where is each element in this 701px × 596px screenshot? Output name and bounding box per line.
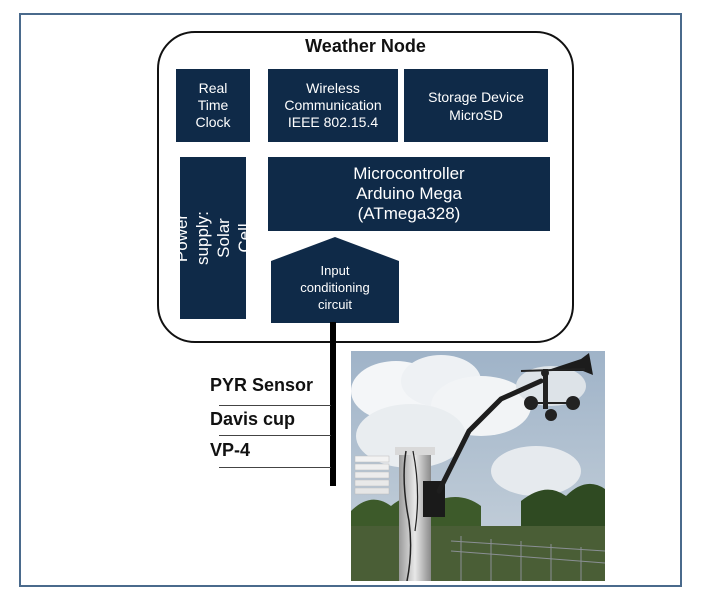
sensor-divider: [219, 467, 331, 468]
outer-frame: [19, 13, 682, 587]
davis-cup-label: Davis cup: [210, 409, 296, 429]
storage-device-label: Storage Device MicroSD: [428, 88, 524, 123]
storage-device-block: Storage Device MicroSD: [404, 69, 548, 142]
sensor-divider: [219, 435, 331, 436]
real-time-clock-label: Real Time Clock: [195, 80, 231, 130]
input-conditioning-block: [271, 237, 399, 323]
vp4-label: VP-4: [210, 440, 251, 460]
real-time-clock-block: Real Time Clock: [176, 69, 250, 142]
power-supply-block: Power supply: Solar Cell: [172, 157, 254, 319]
sensor-cable: [330, 322, 336, 486]
pyr-sensor-label: PYR Sensor: [210, 375, 314, 395]
wireless-communication-block: Wireless Communication IEEE 802.15.4: [268, 69, 398, 142]
microcontroller-block: Microcontroller Arduino Mega (ATmega328): [268, 157, 550, 231]
weather-node-title: Weather Node: [305, 36, 426, 56]
sensor-divider: [219, 405, 331, 406]
microcontroller-label: Microcontroller Arduino Mega (ATmega328): [353, 164, 465, 223]
power-supply-label: Power supply: Solar Cell: [172, 211, 254, 265]
weather-station-photo: [351, 351, 605, 581]
input-conditioning-label: Input conditioning circuit: [300, 263, 370, 312]
wireless-communication-label: Wireless Communication IEEE 802.15.4: [284, 80, 382, 130]
